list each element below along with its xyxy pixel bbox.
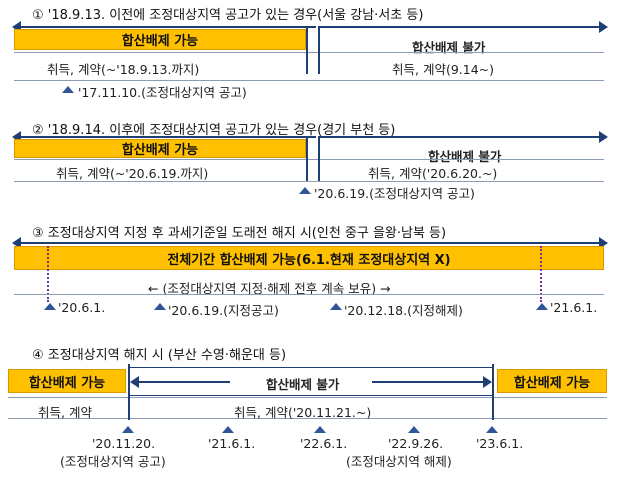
s3-marker-icon-4: [536, 303, 548, 310]
s4-marker-note-2: (조정대상지역 해제): [346, 454, 452, 469]
s3-timeline-arrow: [12, 237, 608, 249]
s2-left-arrow: [12, 131, 316, 143]
section-2-heading: ② '18.9.14. 이후에 조정대상지역 공고가 있는 경우(경기 부천 등…: [32, 123, 396, 138]
s4-mid-left-arrow: [130, 376, 230, 388]
s1-right-arrow: [320, 21, 608, 33]
s4-marker-label-2: '21.6.1.: [208, 436, 256, 451]
s3-arrow-right-head: [599, 237, 608, 249]
s2-divider: [14, 159, 604, 160]
s1-divider: [14, 52, 604, 53]
s4-marker-label-1: '20.11.20.: [92, 436, 156, 451]
s4-split-line-left: [128, 364, 130, 420]
s4-marker-icon-2: [222, 426, 234, 433]
s4-marker-icon-3: [314, 426, 326, 433]
s1-marker-label: '17.11.10.(조정대상지역 공고): [78, 85, 247, 100]
s4-left-period: 취득, 계약: [38, 405, 92, 420]
s1-not-allowed-label: 합산배제 불가: [412, 40, 486, 55]
s4-marker-label-4: '22.9.26.: [388, 436, 444, 451]
s3-marker-label-2: '20.6.19.(지정공고): [168, 303, 279, 318]
s3-marker-label-1: '20.6.1.: [58, 300, 106, 315]
section-4-heading: ④ 조정대상지역 해지 시 (부산 수영·해운대 등): [32, 348, 287, 363]
s1-marker-icon: [62, 86, 74, 93]
s4-right-allowed-bar: 합산배제 가능: [497, 369, 607, 393]
s2-bottom-line: [14, 181, 604, 182]
s1-left-arrow: [12, 21, 316, 33]
s4-marker-note-1: (조정대상지역 공고): [60, 454, 166, 469]
s1-split-line-a: [306, 26, 308, 74]
s1-left-period: 취득, 계약(~'18.9.13.까지): [47, 62, 200, 77]
s3-marker-label-3: '20.12.18.(지정해제): [344, 303, 463, 318]
s3-bottom-line: [14, 294, 604, 295]
s3-arrow-left-head: [12, 237, 21, 249]
section-1-heading: ① '18.9.13. 이전에 조정대상지역 공고가 있는 경우(서울 강남·서…: [32, 8, 424, 23]
s3-note: ← (조정대상지역 지정·해제 전후 계속 보유) →: [148, 281, 391, 296]
s4-bottom-line: [8, 418, 607, 419]
s3-marker-icon-3: [330, 303, 342, 310]
s1-allowed-bar: 합산배제 가능: [14, 29, 306, 50]
s3-marker-line-4: [540, 246, 542, 302]
s3-marker-icon-1: [44, 303, 56, 310]
s2-marker-label: '20.6.19.(조정대상지역 공고): [314, 186, 475, 201]
s4-marker-icon-4: [408, 426, 420, 433]
s1-right-period: 취득, 계약(9.14~): [392, 62, 495, 77]
s4-divider: [8, 397, 607, 398]
s1-split-line-b: [318, 26, 320, 74]
s4-not-allowed-label: 합산배제 불가: [266, 377, 340, 392]
s4-marker-label-3: '22.6.1.: [300, 436, 348, 451]
s2-right-arrow: [320, 131, 608, 143]
s4-mid-period: 취득, 계약('20.11.21.~): [234, 405, 372, 420]
s4-mid-right-arrow: [372, 376, 492, 388]
s2-not-allowed-label: 합산배제 불가: [428, 149, 502, 164]
s3-allowed-bar: 전체기간 합산배제 가능(6.1.현재 조정대상지역 X): [14, 246, 604, 270]
s2-right-period: 취득, 계약('20.6.20.~): [368, 166, 498, 181]
s4-split-line-right: [492, 364, 494, 420]
s2-marker-icon: [299, 187, 311, 194]
s1-bottom-line: [14, 80, 604, 81]
s2-split-line-b: [318, 136, 320, 181]
s2-allowed-bar: 합산배제 가능: [14, 139, 306, 158]
s2-split-line-a: [306, 136, 308, 181]
s4-left-allowed-bar: 합산배제 가능: [8, 369, 126, 393]
section-3-heading: ③ 조정대상지역 지정 후 과세기준일 도래전 해지 시(인천 중구 을왕·남북…: [32, 226, 447, 241]
s2-left-period: 취득, 계약(~'20.6.19.까지): [56, 166, 209, 181]
s4-marker-label-5: '23.6.1.: [476, 436, 524, 451]
s3-marker-line-1: [47, 246, 49, 302]
s4-marker-icon-5: [486, 426, 498, 433]
s3-marker-label-4: '21.6.1.: [550, 300, 598, 315]
s4-marker-icon-1: [122, 426, 134, 433]
s3-marker-icon-2: [154, 303, 166, 310]
